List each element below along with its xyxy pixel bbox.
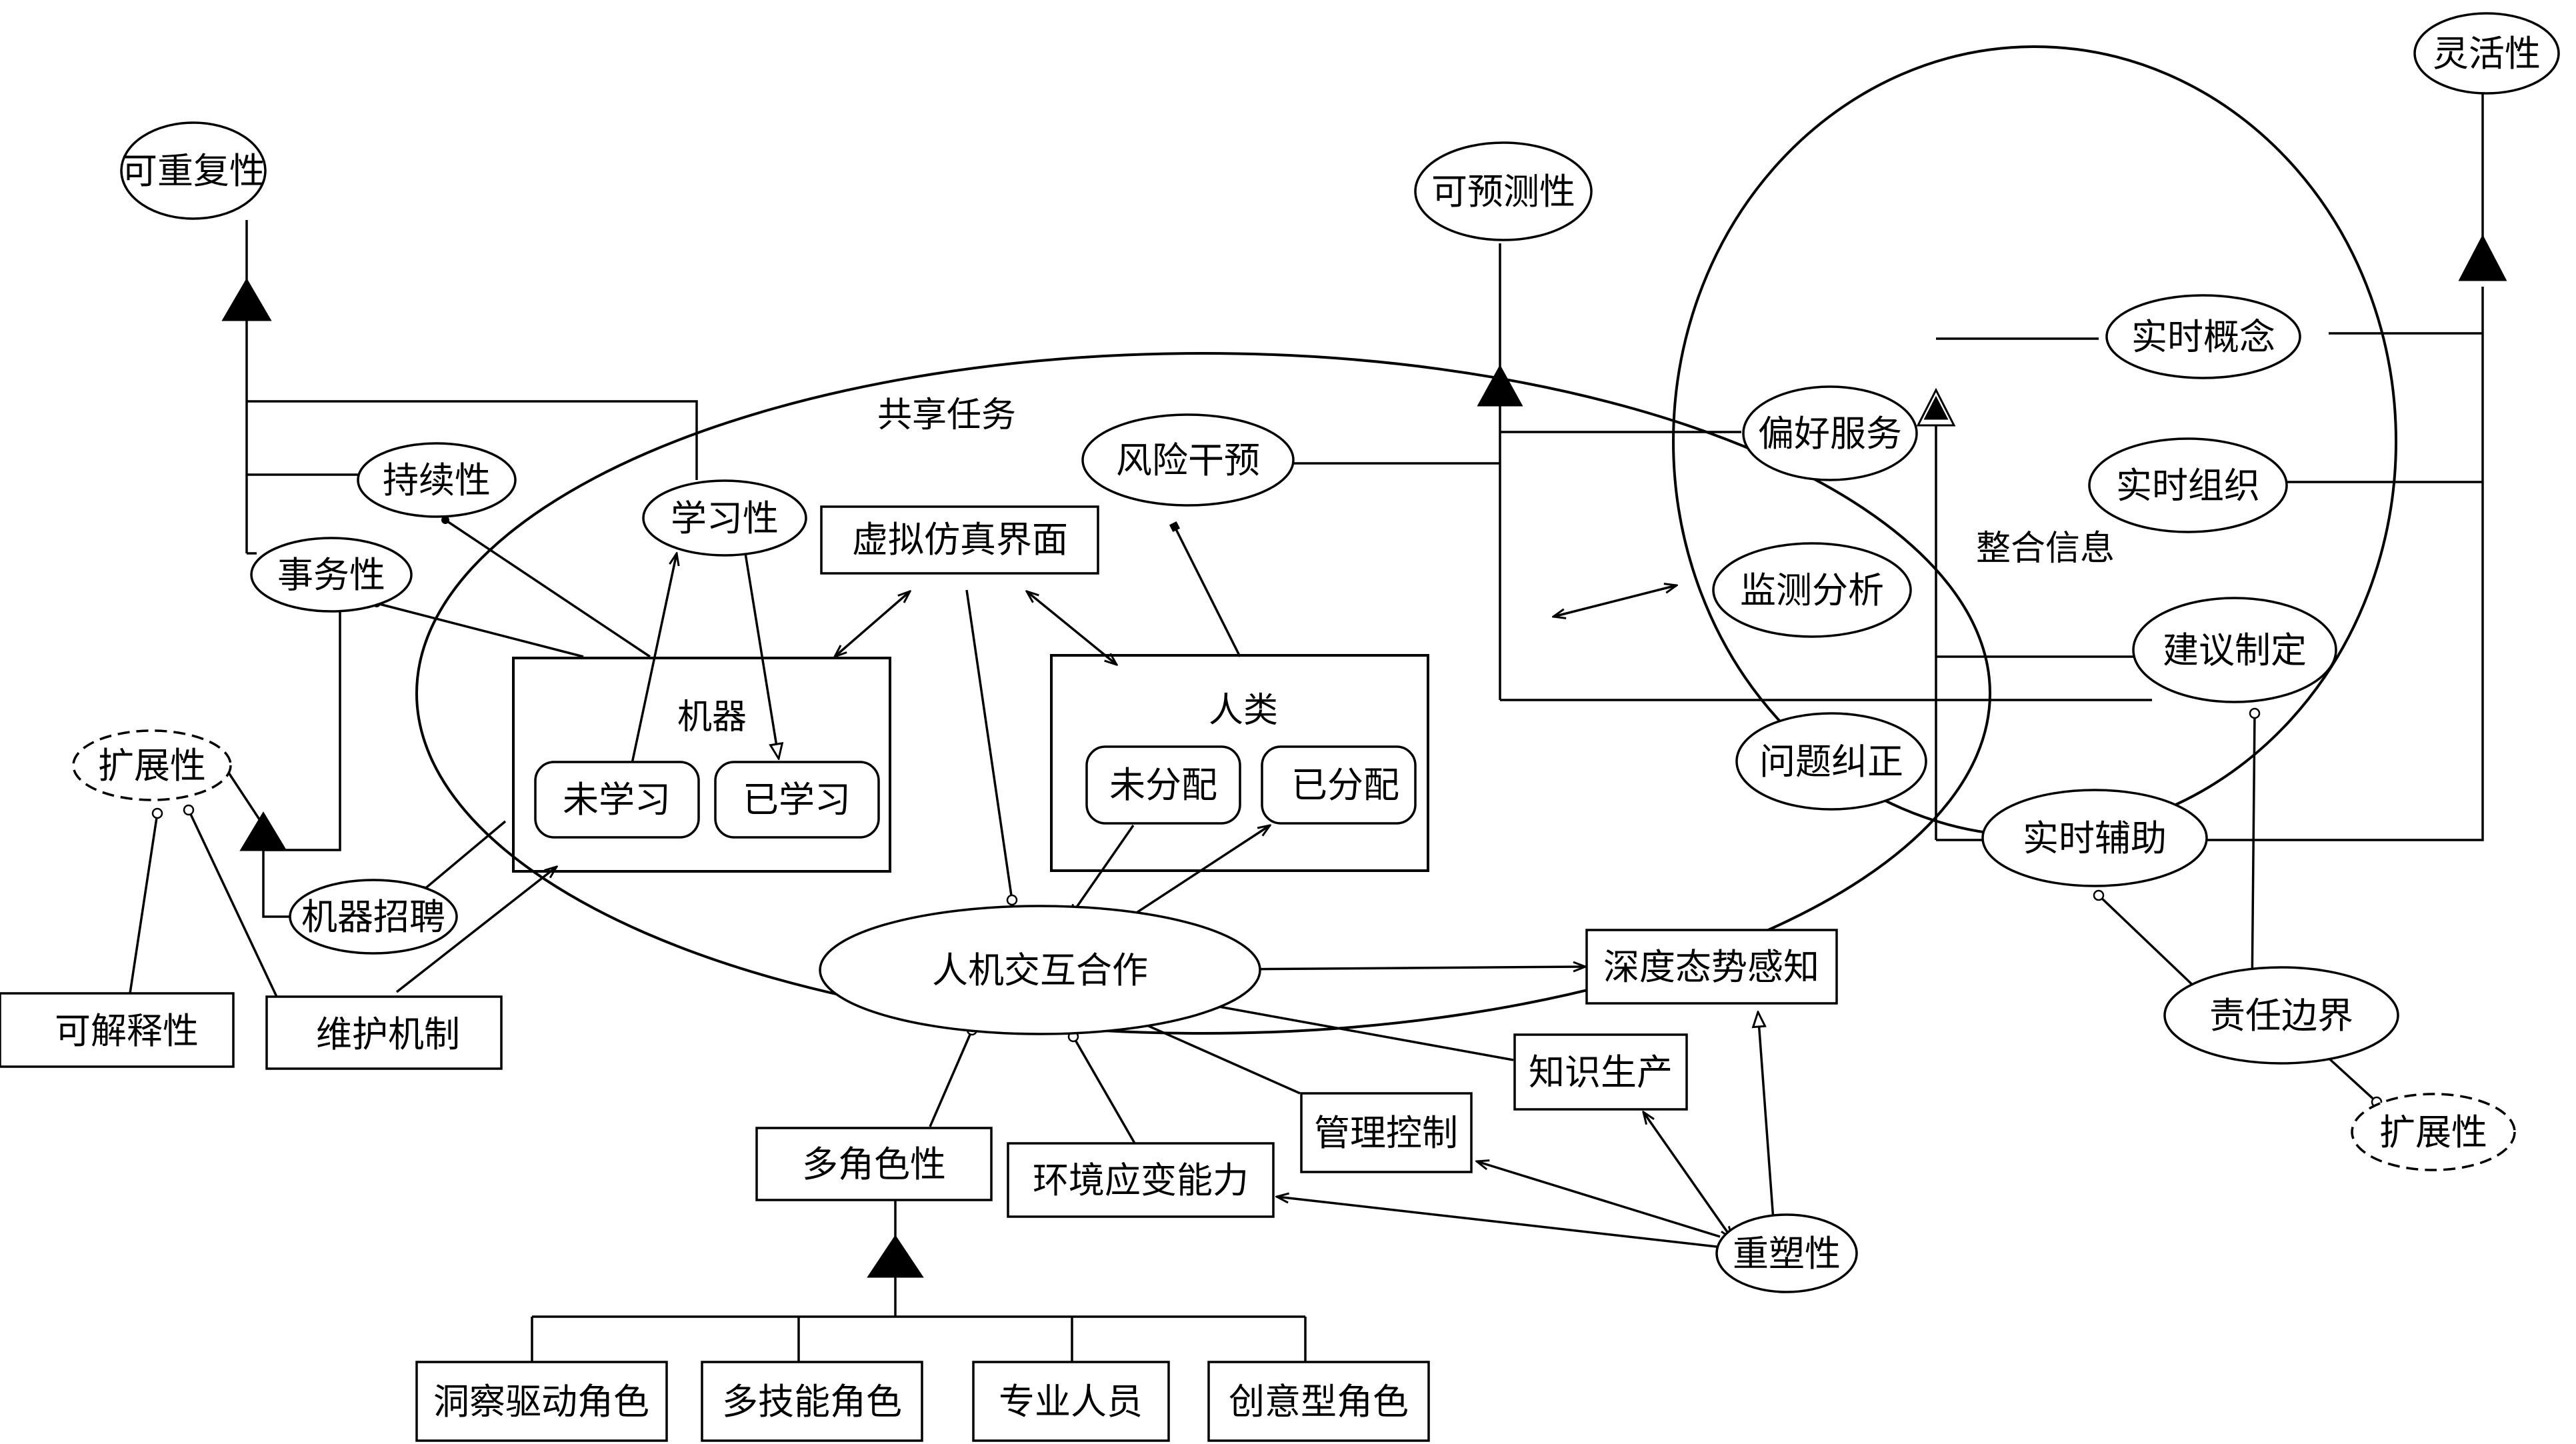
assigned-node	[1261, 745, 1417, 825]
virtual-ui-node	[820, 505, 1099, 575]
realtime-concept-text: 实时概念	[2131, 316, 2275, 358]
responsibility-node	[2163, 966, 2399, 1065]
unassigned-node	[1085, 745, 1241, 825]
realtime-org-text: 实时组织	[2116, 465, 2260, 507]
realtime-org-node	[2088, 437, 2288, 533]
knowledge-prod-text: 知识生产	[1529, 1051, 1673, 1093]
deep-awareness-text: 深度态势感知	[1603, 946, 1819, 988]
suggestion-node	[2132, 597, 2337, 703]
reshaping-text: 重塑性	[1733, 1233, 1841, 1275]
realtime-assist-node	[1981, 789, 2208, 887]
preference-service-node	[1742, 385, 1918, 481]
hmi-collab-node	[819, 905, 1261, 1035]
deep-awareness-node	[1585, 929, 1838, 1005]
machine-recruit-text: 机器招聘	[301, 896, 445, 938]
risk-intervention-node	[1081, 413, 1295, 507]
reshaping-node	[1715, 1213, 1858, 1293]
predictability-text: 可预测性	[1431, 171, 1575, 213]
integration-label: 整合信息	[1976, 529, 2115, 569]
learned-node	[714, 761, 880, 839]
predictability-node	[1414, 141, 1593, 241]
sustainability-text: 持续性	[383, 459, 491, 501]
unlearned-text: 未学习	[563, 779, 671, 821]
virtual-ui-text: 虚拟仿真界面	[852, 519, 1068, 561]
preference-service-text: 偏好服务	[1758, 413, 1902, 455]
mgmt-control-text: 管理控制	[1314, 1112, 1458, 1154]
shared-task-label: 共享任务	[877, 395, 1016, 435]
creative-role-text: 创意型角色	[1229, 1381, 1409, 1423]
repeatability-node	[120, 121, 267, 220]
insight-role-text: 洞察驱动角色	[433, 1381, 649, 1423]
shared-task-ellipse	[415, 352, 1991, 1035]
extensibility-left-node	[72, 729, 232, 801]
flexibility-text: 灵活性	[2433, 33, 2541, 75]
sustainability-node	[357, 442, 517, 518]
professional-text: 专业人员	[999, 1381, 1143, 1423]
interpretability-text: 可解释性	[55, 1010, 199, 1052]
human-label: 人类	[1209, 691, 1278, 731]
machine-recruit-node	[289, 879, 458, 955]
maintenance-node	[265, 995, 503, 1070]
maintenance-text: 维护机制	[316, 1013, 460, 1055]
machine-box	[512, 657, 891, 873]
learning-text: 学习性	[671, 497, 779, 539]
suggestion-text: 建议制定	[2163, 629, 2307, 671]
realtime-concept-node	[2105, 294, 2301, 379]
interpretability-node	[0, 992, 235, 1068]
monitor-analysis-text: 监测分析	[1740, 569, 1884, 611]
learning-node	[642, 479, 807, 557]
assigned-text: 已分配	[1291, 764, 1399, 806]
mgmt-control-node	[1300, 1092, 1473, 1173]
learned-text: 已学习	[743, 779, 851, 821]
env-adapt-text: 环境应变能力	[1033, 1159, 1249, 1201]
machine-label: 机器	[677, 697, 747, 737]
monitor-analysis-node	[1712, 542, 1912, 638]
extensibility-right-node	[2351, 1093, 2516, 1171]
extensibility-left-text: 扩展性	[98, 745, 206, 787]
repeatability-text: 可重复性	[121, 150, 265, 192]
env-adapt-node	[1007, 1142, 1275, 1218]
insight-role-node	[415, 1361, 668, 1442]
flexibility-node	[2413, 12, 2560, 95]
professional-node	[972, 1361, 1170, 1442]
problem-correction-text: 问题纠正	[1759, 741, 1903, 783]
knowledge-prod-node	[1513, 1033, 1688, 1111]
unlearned-node	[534, 761, 700, 839]
creative-role-node	[1207, 1361, 1430, 1442]
hmi-collab-text: 人机交互合作	[932, 949, 1148, 991]
transactional-node	[250, 537, 413, 613]
risk-intervention-text: 风险干预	[1116, 439, 1260, 481]
unassigned-text: 未分配	[1109, 764, 1217, 806]
extensibility-right-text: 扩展性	[2379, 1111, 2487, 1153]
realtime-assist-text: 实时辅助	[2023, 817, 2167, 859]
multi-skill-text: 多技能角色	[722, 1381, 902, 1423]
multi-role-node	[755, 1127, 993, 1201]
transactional-text: 事务性	[277, 554, 385, 596]
problem-correction-node	[1735, 712, 1927, 811]
responsibility-text: 责任边界	[2209, 995, 2353, 1037]
multi-role-text: 多角色性	[802, 1143, 946, 1185]
multi-skill-node	[701, 1361, 923, 1442]
